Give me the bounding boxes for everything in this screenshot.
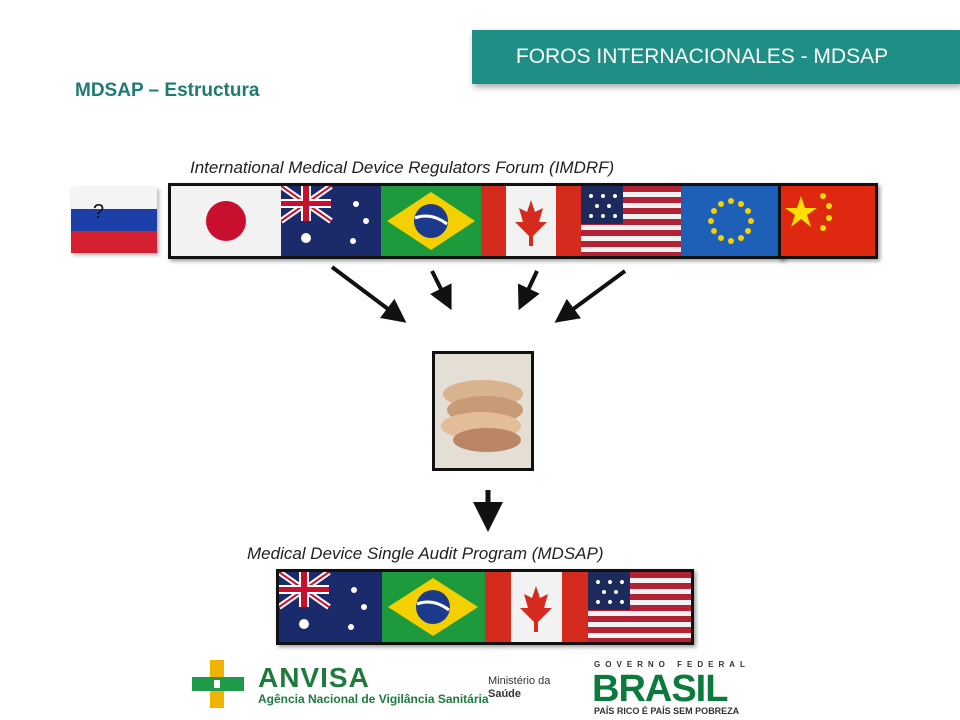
handshake-image	[432, 351, 534, 471]
anvisa-logo-icon	[192, 660, 244, 708]
banner-title: FOROS INTERNACIONALES - MDSAP	[515, 45, 889, 68]
header-banner: FOROS INTERNACIONALES - MDSAP	[472, 30, 960, 84]
russia-flag: ?	[71, 187, 157, 253]
russia-question-mark: ?	[93, 201, 105, 223]
ministerio-line1: Ministério da	[488, 675, 551, 687]
brazil-flag	[381, 186, 481, 256]
gov-federal-text: GOVERNO FEDERAL	[594, 660, 750, 669]
ministerio-logo: Ministério da Saúde	[488, 675, 568, 701]
imdrf-flag-strip	[168, 183, 784, 259]
imdrf-label: International Medical Device Regulators …	[190, 158, 615, 177]
arrow-4	[554, 269, 627, 323]
canada-flag	[481, 186, 581, 256]
brazil-flag	[382, 572, 485, 642]
usa-flag	[588, 572, 691, 642]
brasil-logo-text: BRASIL	[592, 668, 728, 710]
section-title: MDSAP – Estructura	[75, 80, 260, 101]
eu-flag	[681, 186, 781, 256]
gov-slogan: PAÍS RICO É PAÍS SEM POBREZA	[594, 706, 740, 716]
arrow-2	[430, 270, 452, 311]
anvisa-name: ANVISA	[258, 662, 370, 693]
usa-flag	[581, 186, 681, 256]
anvisa-subtitle: Agência Nacional de Vigilância Sanitária	[258, 692, 489, 706]
china-flag	[778, 183, 878, 259]
mdsap-flag-strip	[276, 569, 694, 645]
japan-flag	[171, 186, 281, 256]
australia-flag	[279, 572, 382, 642]
arrow-1	[330, 265, 407, 323]
australia-flag	[281, 186, 381, 256]
mdsap-label: Medical Device Single Audit Program (MDS…	[247, 544, 604, 563]
canada-flag	[485, 572, 588, 642]
ministerio-line2: Saúde	[488, 688, 522, 700]
arrow-3	[517, 270, 540, 311]
